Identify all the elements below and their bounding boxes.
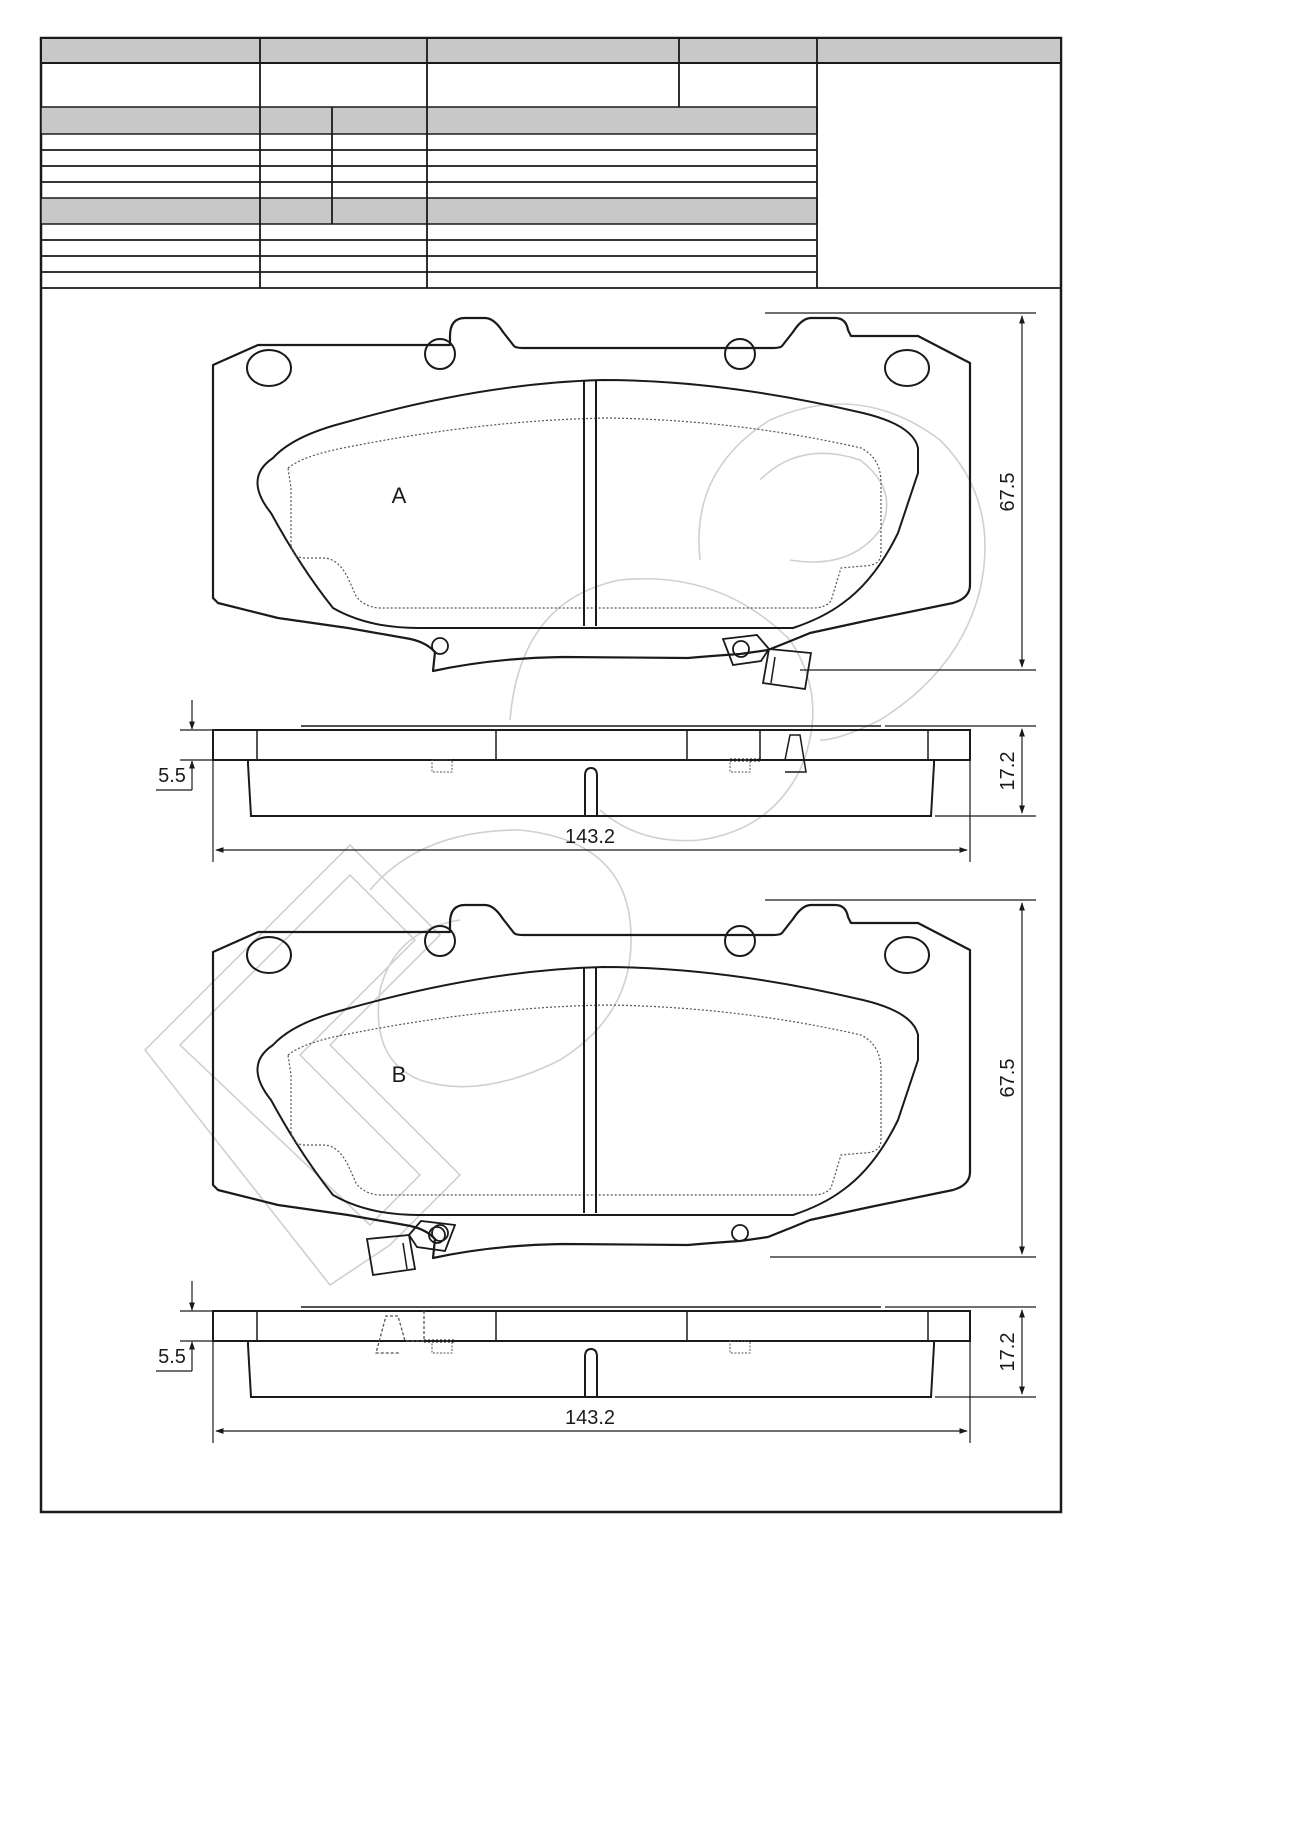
height-dimension-a-value: 67.5 [997,473,1019,512]
pad-a-face-view: A [211,316,972,690]
width-dimension-b [212,1341,971,1443]
pad-a-side-view [212,725,971,817]
backplate-dimension-b [156,1281,213,1372]
pad-b-label: B [392,1062,407,1087]
pad-b-side-view [212,1306,971,1398]
backplate-dimension-a-value: 5.5 [158,765,186,787]
height-dimension-a [765,312,1036,671]
pad-b-face-view: B [211,903,972,1276]
width-dimension-a-value: 143.2 [565,826,615,848]
title-block-table [40,37,1062,289]
backplate-dimension-b-value: 5.5 [158,1346,186,1368]
backplate-dimension-a [156,700,213,791]
drawing-frame [39,36,1063,1514]
width-dimension-a [212,760,971,862]
thickness-dimension-b [885,1306,1036,1398]
thickness-dimension-b-value: 17.2 [997,1333,1019,1372]
height-dimension-b-value: 67.5 [997,1059,1019,1098]
width-dimension-b-value: 143.2 [565,1407,615,1429]
thickness-dimension-a-value: 17.2 [997,752,1019,791]
height-dimension-b [765,899,1036,1258]
thickness-dimension-a [885,725,1036,817]
pad-a-label: A [392,483,407,508]
